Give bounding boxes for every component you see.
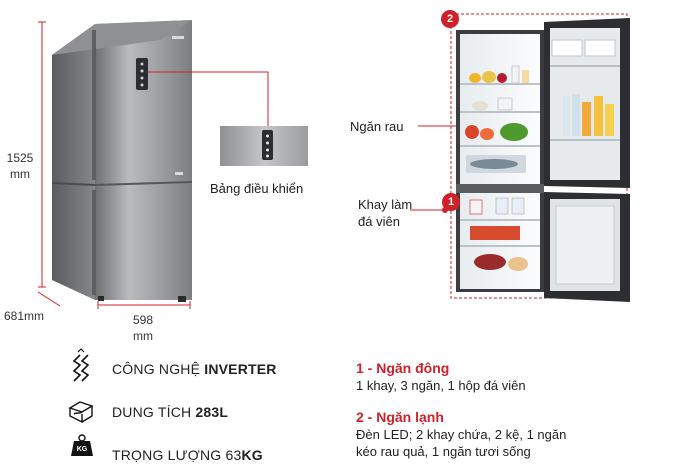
control-panel-zoom xyxy=(220,126,308,166)
fridge-compartment-badge: 2 xyxy=(441,10,459,28)
width-dimension-line xyxy=(97,301,191,309)
depth-label: 681mm xyxy=(4,309,45,323)
fridge-title: 2 - Ngăn lạnh xyxy=(356,409,444,425)
freezer-title: 1 - Ngăn đông xyxy=(356,360,450,376)
feature-inverter-text: CÔNG NGHỆ xyxy=(112,361,205,377)
height-label: 1525 mm xyxy=(2,150,38,182)
ice-tray-label-line2: đá viên xyxy=(358,214,400,229)
feature-capacity: DUNG TÍCH 283L xyxy=(112,404,228,420)
feature-weight-strong: KG xyxy=(241,447,263,463)
fridge-front xyxy=(51,20,193,302)
vegetable-drawer-label: Ngăn rau xyxy=(350,119,404,134)
feature-inverter: CÔNG NGHỆ INVERTER xyxy=(112,361,277,377)
freezer-desc: 1 khay, 3 ngăn, 1 hộp đá viên xyxy=(356,378,526,393)
feature-inverter-strong: INVERTER xyxy=(204,361,277,377)
fridge-interior xyxy=(456,18,630,302)
width-value: 598 xyxy=(132,313,154,327)
feature-capacity-text: DUNG TÍCH xyxy=(112,404,196,420)
depth-dimension-line xyxy=(37,291,61,307)
ice-tray-label: Khay làm đá viên xyxy=(358,196,412,230)
capacity-icon xyxy=(68,401,94,424)
control-panel-connector xyxy=(148,71,269,133)
feature-weight: TRỌNG LƯỢNG 63KG xyxy=(112,447,263,463)
control-panel-label: Bảng điều khiển xyxy=(210,181,304,196)
inverter-icon xyxy=(72,348,90,382)
ice-tray-label-line1: Khay làm xyxy=(358,197,413,212)
height-unit: mm xyxy=(10,167,30,181)
fridge-desc-line1: Đèn LED; 2 khay chứa, 2 kệ, 1 ngăn xyxy=(356,427,567,442)
height-value: 1525 xyxy=(6,151,34,165)
width-unit: mm xyxy=(133,329,153,343)
feature-capacity-strong: 283L xyxy=(195,404,229,420)
weight-icon xyxy=(71,434,93,456)
fridge-desc-line2: kéo rau quả, 1 ngăn tươi sống xyxy=(356,444,531,459)
weight-icon-label: KG xyxy=(76,446,88,453)
feature-weight-text: TRỌNG LƯỢNG 63 xyxy=(112,447,242,463)
width-label: 598 mm xyxy=(128,312,158,344)
height-dimension-line xyxy=(38,21,46,288)
freezer-compartment-badge: 1 xyxy=(442,193,460,211)
